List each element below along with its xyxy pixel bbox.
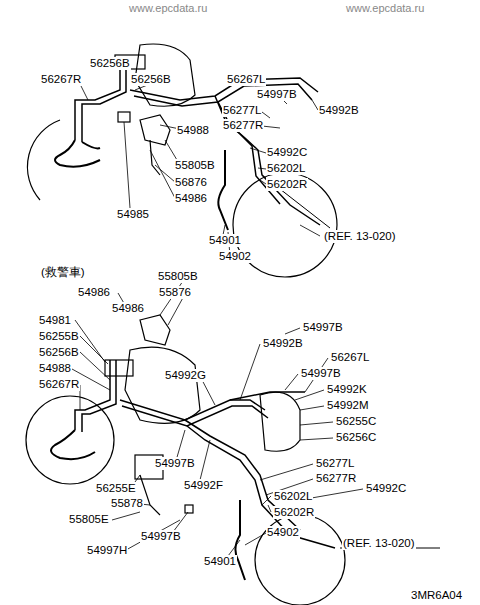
note-label: (救警車) bbox=[40, 266, 86, 279]
callout-number: 54988 bbox=[38, 362, 72, 375]
callout-number: 54992B bbox=[318, 104, 360, 117]
callout-number: 54997B bbox=[140, 530, 182, 543]
reference-note: (REF. 13-020) bbox=[323, 230, 397, 243]
callout-number: 54901 bbox=[203, 555, 237, 568]
callout-number: 56267R bbox=[40, 73, 82, 86]
callout-number: 56277L bbox=[315, 457, 355, 470]
clip bbox=[118, 112, 130, 122]
callout-number: 54981 bbox=[38, 314, 72, 327]
callout-number: 55805B bbox=[174, 159, 216, 172]
callout-number: 56202R bbox=[273, 506, 315, 519]
callout-number: 54997B bbox=[300, 367, 342, 380]
callout-number: 56255E bbox=[95, 482, 137, 495]
callout-number: 54997H bbox=[86, 544, 128, 557]
callout-number: 54902 bbox=[218, 250, 252, 263]
callout-number: 55876 bbox=[158, 286, 192, 299]
callout-number: 56202R bbox=[266, 178, 308, 191]
callout-number: 56256C bbox=[335, 431, 377, 444]
callout-number: 54997B bbox=[154, 457, 196, 470]
callout-number: 54992M bbox=[326, 399, 370, 412]
callout-number: 54997B bbox=[256, 88, 298, 101]
callout-number: 55805E bbox=[68, 513, 110, 526]
callout-number: 56267R bbox=[38, 378, 80, 391]
reference-note: (REF. 13-020) bbox=[342, 537, 416, 550]
watermark: www.epcdata.ru bbox=[345, 2, 425, 15]
brake-booster bbox=[260, 392, 300, 451]
brake-booster bbox=[125, 347, 200, 423]
callout-number: 56202L bbox=[266, 162, 306, 175]
callout-number: 56277L bbox=[222, 104, 262, 117]
callout-number: 54986 bbox=[77, 286, 111, 299]
callout-number: 54992G bbox=[164, 369, 207, 382]
callout-number: 54986 bbox=[174, 192, 208, 205]
callout-number: 54986 bbox=[111, 302, 145, 315]
callout-number: 56277R bbox=[315, 472, 357, 485]
callout-number: 56256B bbox=[38, 346, 80, 359]
callout-number: 56267L bbox=[330, 351, 370, 364]
callout-number: 55805B bbox=[157, 270, 199, 283]
callout-number: 54985 bbox=[116, 208, 150, 221]
callout-number: 54992K bbox=[326, 383, 368, 396]
callout-number: 56255B bbox=[38, 330, 80, 343]
callout-number: 55878 bbox=[110, 497, 144, 510]
clip bbox=[185, 505, 193, 513]
callout-number: 54988 bbox=[176, 124, 210, 137]
callout-number: 54902 bbox=[266, 526, 300, 539]
callout-number: 54992C bbox=[365, 482, 407, 495]
callout-number: 56202L bbox=[273, 490, 313, 503]
callout-number: 56267L bbox=[226, 73, 266, 86]
callout-number: 54997B bbox=[302, 321, 344, 334]
master-cylinder bbox=[105, 360, 133, 376]
callout-number: 56255C bbox=[335, 415, 377, 428]
bracket bbox=[140, 315, 170, 345]
watermark: www.epcdata.ru bbox=[128, 2, 208, 15]
callout-number: 56277R bbox=[222, 119, 264, 132]
callout-number: 56256B bbox=[130, 73, 172, 86]
callout-number: 56256B bbox=[89, 57, 131, 70]
callout-number: 56876 bbox=[174, 176, 208, 189]
callout-number: 54992F bbox=[183, 479, 224, 492]
callout-number: 54992B bbox=[262, 337, 304, 350]
callout-number: 54992C bbox=[266, 146, 308, 159]
wheel-outline bbox=[255, 515, 345, 605]
callout-number: 54901 bbox=[208, 234, 242, 247]
figure-code: 3MR6A04 bbox=[410, 589, 463, 602]
